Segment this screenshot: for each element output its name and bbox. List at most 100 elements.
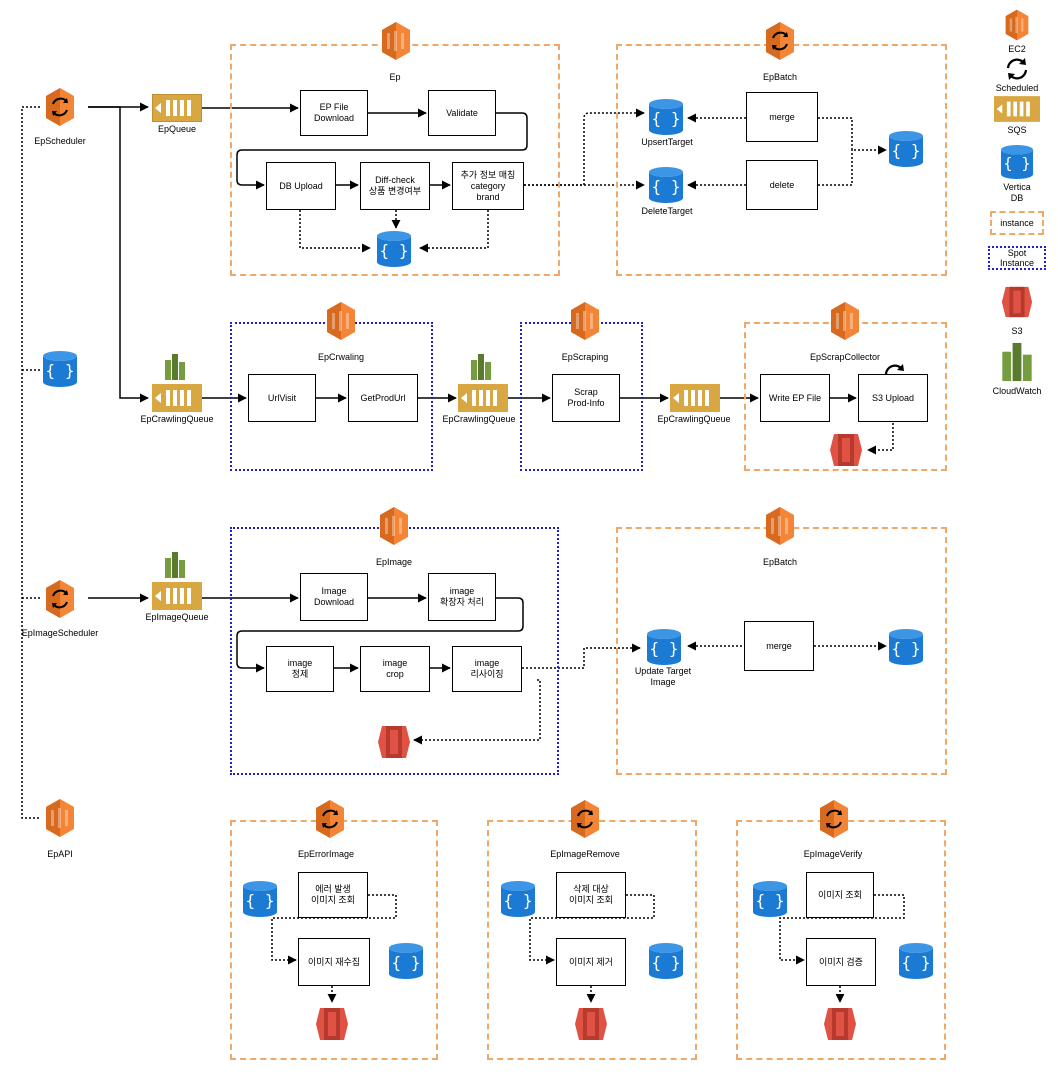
- sqs-icon: [152, 384, 202, 412]
- legend-spot-instance: Spot Instance: [988, 246, 1046, 270]
- delete-box: delete: [746, 160, 818, 210]
- ep-scraping-title: EpScraping: [561, 352, 609, 362]
- ec2-icon: [382, 22, 410, 60]
- image-resize-box: image 리사이징: [452, 646, 522, 692]
- s3-icon: [575, 1008, 607, 1040]
- upsert-target-label: UpsertTarget: [641, 137, 693, 147]
- image-crop-box: image crop: [360, 646, 430, 692]
- ep-crawling-queue-label: EpCrawlingQueue: [140, 414, 214, 424]
- svg-text:{ }: { }: [652, 109, 681, 128]
- write-ep-file-box: Write EP File: [760, 374, 830, 422]
- merge-box: merge: [746, 92, 818, 142]
- s3-upload-box: S3 Upload: [858, 374, 928, 422]
- ep-scheduler-label: EpScheduler: [34, 136, 86, 146]
- svg-text:{ }: { }: [902, 953, 931, 972]
- s3-icon: [1001, 286, 1033, 318]
- svg-text:{ }: { }: [1003, 155, 1030, 173]
- legend-vertica-label: Vertica DB: [1003, 182, 1031, 203]
- database-icon: { }: [649, 99, 683, 135]
- cloudwatch-icon: [1002, 342, 1032, 382]
- ec2-icon: [46, 799, 74, 837]
- ep-crawling-title: EpCrwaling: [317, 352, 365, 362]
- sqs-icon: [994, 96, 1040, 122]
- ec2-icon: [380, 507, 408, 545]
- s3-icon: [830, 434, 862, 466]
- database-icon: { }: [899, 943, 933, 979]
- svg-text:{ }: { }: [46, 361, 75, 380]
- ec2-scheduled-icon: [46, 580, 74, 618]
- svg-text:{ }: { }: [892, 141, 921, 160]
- scrap-prod-info-box: Scrap Prod-Info: [552, 374, 620, 422]
- legend-scheduled-label: Scheduled: [995, 83, 1039, 93]
- legend-cloudwatch-label: CloudWatch: [992, 386, 1042, 396]
- database-icon: { }: [889, 629, 923, 665]
- extra-info-box: 추가 정보 매칭 category brand: [452, 162, 524, 210]
- svg-text:{ }: { }: [392, 953, 421, 972]
- ec2-icon: [831, 302, 859, 340]
- image-query-box: 이미지 조회: [806, 872, 874, 918]
- database-icon: { }: [649, 943, 683, 979]
- get-prod-url-box: GetProdUrl: [348, 374, 418, 422]
- svg-text:{ }: { }: [246, 891, 275, 910]
- database-icon: { }: [377, 231, 411, 267]
- image-download-box: Image Download: [300, 573, 368, 621]
- legend-sqs-label: SQS: [1007, 125, 1027, 135]
- sqs-icon: [458, 384, 508, 412]
- legend-ec2-label: EC2: [1008, 44, 1026, 54]
- sqs-icon: [152, 94, 202, 122]
- image-remove-box: 이미지 제거: [556, 938, 626, 986]
- ec2-icon: [571, 302, 599, 340]
- svg-text:{ }: { }: [650, 639, 679, 658]
- ec2-icon: [1005, 9, 1029, 41]
- database-icon: { }: [753, 881, 787, 917]
- svg-text:{ }: { }: [892, 639, 921, 658]
- delete-target-label: DeleteTarget: [641, 206, 693, 216]
- image-recollect-box: 이미지 재수집: [298, 938, 370, 986]
- svg-text:{ }: { }: [756, 891, 785, 910]
- database-icon: { }: [243, 881, 277, 917]
- ec2-scheduled-icon: [316, 800, 344, 838]
- db-upload-box: DB Upload: [266, 162, 336, 210]
- s3-icon: [824, 1008, 856, 1040]
- database-icon: { }: [1000, 145, 1034, 179]
- url-visit-box: UrlVisit: [248, 374, 316, 422]
- ep-image-title: EpImage: [375, 557, 413, 567]
- cloudwatch-icon: [471, 354, 491, 380]
- diff-check-box: Diff-check 상품 변경여부: [360, 162, 430, 210]
- legend-s3-label: S3: [1011, 326, 1023, 336]
- svg-text:{ }: { }: [652, 177, 681, 196]
- validate-box: Validate: [428, 90, 496, 136]
- svg-text:{ }: { }: [652, 953, 681, 972]
- merge-box: merge: [744, 621, 814, 671]
- ep-scrap-collector-title: EpScrapCollector: [809, 352, 881, 362]
- database-icon: { }: [43, 351, 77, 387]
- ep-crawling-queue-label: EpCrawlingQueue: [657, 414, 731, 424]
- database-icon: { }: [501, 881, 535, 917]
- ep-image-scheduler-label: EpImageScheduler: [21, 628, 99, 638]
- cloudwatch-icon: [165, 354, 185, 380]
- ep-crawling-queue-label: EpCrawlingQueue: [442, 414, 516, 424]
- ec2-scheduled-icon: [766, 22, 794, 60]
- ec2-icon: [327, 302, 355, 340]
- ec2-icon: [766, 507, 794, 545]
- scheduled-icon: [1006, 58, 1028, 80]
- legend-instance: instance: [990, 211, 1044, 235]
- svg-text:{ }: { }: [380, 241, 409, 260]
- ep-title: Ep: [389, 72, 401, 82]
- ep-file-download-box: EP File Download: [300, 90, 368, 136]
- ep-batch-2-title: EpBatch: [762, 557, 798, 567]
- svg-text:{ }: { }: [504, 891, 533, 910]
- ep-batch-title: EpBatch: [762, 72, 798, 82]
- cloudwatch-icon: [165, 552, 185, 578]
- database-icon: { }: [647, 629, 681, 665]
- ec2-scheduled-icon: [571, 800, 599, 838]
- image-refine-box: image 정제: [266, 646, 334, 692]
- error-image-query-box: 에러 발생 이미지 조회: [298, 872, 368, 918]
- sqs-icon: [152, 582, 202, 610]
- ec2-scheduled-icon: [820, 800, 848, 838]
- ep-api-label: EpAPI: [47, 849, 73, 859]
- ep-image-remove-title: EpImageRemove: [550, 849, 620, 859]
- database-icon: { }: [649, 167, 683, 203]
- update-target-image-label: Update Target Image: [634, 666, 692, 687]
